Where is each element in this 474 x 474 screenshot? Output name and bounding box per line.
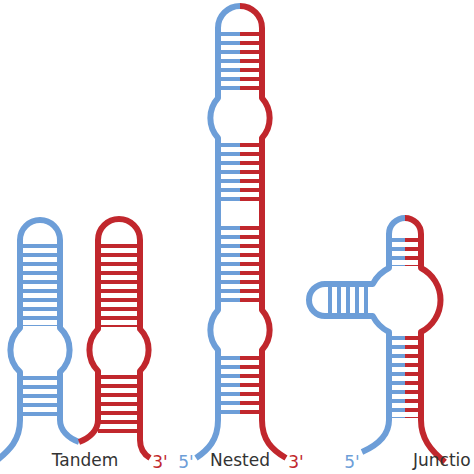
base-pairs (240, 32, 262, 418)
end-label: 5' (178, 452, 194, 472)
base-pairs (98, 244, 140, 327)
rna-strand (0, 220, 79, 462)
rna-strand (405, 218, 445, 462)
end-label: 5' (344, 452, 360, 472)
end-label: 3' (152, 452, 168, 472)
base-pairs (20, 244, 60, 326)
end-label: 3' (288, 452, 304, 472)
structure-label: Nested (210, 450, 270, 470)
rna-strand (309, 218, 405, 452)
base-pairs (328, 284, 370, 316)
base-pairs (20, 376, 60, 418)
rna-strand (79, 219, 150, 458)
structure-label: Tandem (52, 450, 119, 470)
structure-label: Junctio (413, 450, 471, 470)
base-pairs (218, 32, 240, 418)
rna-strand (196, 6, 240, 458)
rna-strand (240, 6, 286, 458)
base-pairs (98, 375, 140, 436)
